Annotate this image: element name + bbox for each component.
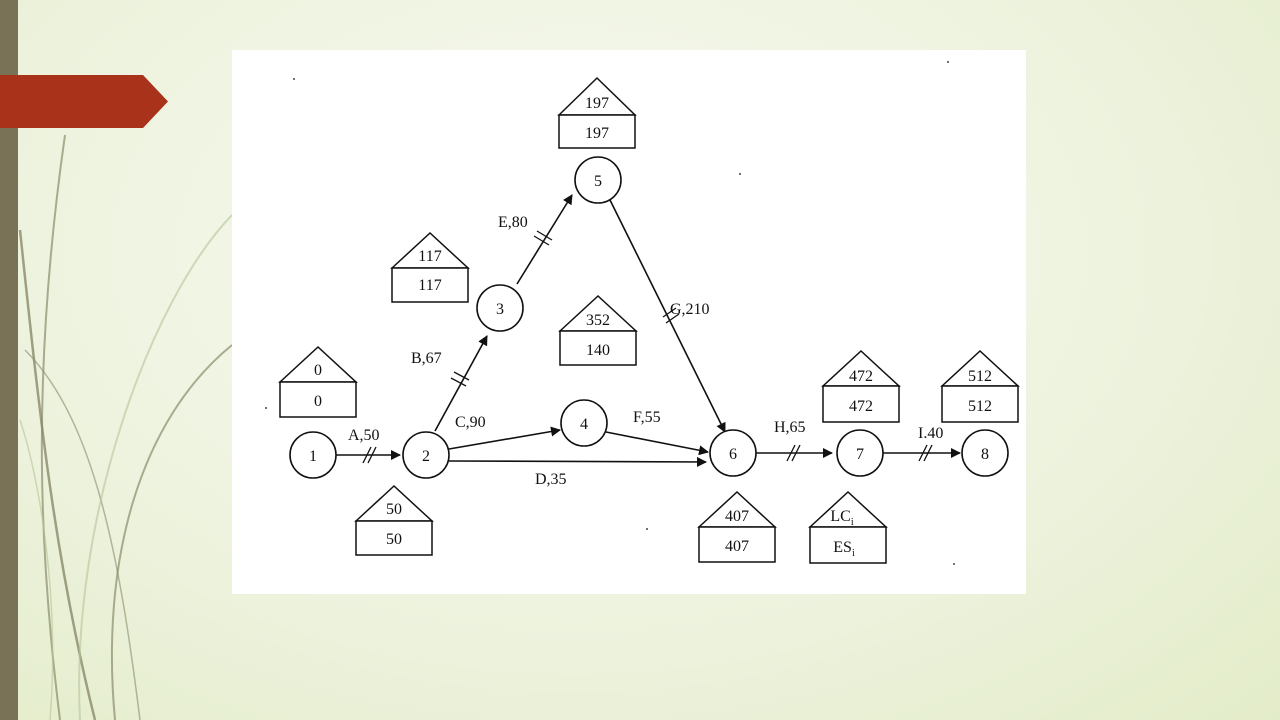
- legend-bottom-label: ESi: [833, 539, 855, 559]
- time-box-bottom-value: 0: [314, 393, 322, 410]
- time-box-top-value: 407: [725, 508, 749, 525]
- time-box-node-7: 472 472: [821, 349, 901, 423]
- event-node-number: 6: [729, 446, 737, 463]
- title-accent-flag: [0, 75, 168, 128]
- event-node-number: 7: [856, 446, 864, 463]
- activity-labels: A,50 B,67 C,90 D,35 E,80 F,55 G,210 H,65…: [348, 214, 943, 488]
- time-box-top-value: 0: [314, 362, 322, 379]
- event-node-number: 1: [309, 448, 317, 465]
- activity-label-G: G,210: [670, 301, 710, 318]
- event-nodes: 1 2 3 4 5 6 7: [289, 156, 1009, 479]
- activity-label-D: D,35: [535, 471, 567, 488]
- activity-label-F: F,55: [633, 409, 661, 426]
- critical-mark-A1: [362, 446, 372, 464]
- activity-arrow-C: [448, 426, 561, 450]
- network-diagram: A,50 B,67 C,90 D,35 E,80 F,55 G,210 H,65…: [265, 61, 1020, 565]
- event-node-number: 8: [981, 446, 989, 463]
- network-diagram-figure: A,50 B,67 C,90 D,35 E,80 F,55 G,210 H,65…: [232, 50, 1026, 594]
- time-box-top-value: 352: [586, 312, 610, 329]
- time-box-node-8: 512 512: [940, 349, 1020, 423]
- event-node-7: 7: [836, 429, 884, 477]
- activity-label-C: C,90: [455, 414, 486, 431]
- time-box-node-5: 197 197: [557, 76, 637, 149]
- activity-arrow-D: [448, 456, 707, 467]
- event-node-4: 4: [560, 399, 608, 447]
- time-box-top-value: 50: [386, 501, 402, 518]
- event-node-8: 8: [961, 429, 1009, 477]
- legend-time-box: LCi ESi: [808, 490, 888, 564]
- time-box-top-value: 197: [585, 95, 609, 112]
- activity-label-B: B,67: [411, 350, 442, 367]
- time-box-node-1: 0 0: [278, 345, 358, 418]
- event-node-number: 2: [422, 448, 430, 465]
- time-box-bottom-value: 50: [386, 531, 402, 548]
- critical-mark-G1: [662, 307, 677, 318]
- event-node-5: 5: [574, 156, 622, 204]
- time-box-bottom-value: 117: [418, 277, 441, 294]
- activity-arrow-G: [609, 199, 726, 433]
- time-box-node-4: 352 140: [558, 294, 638, 366]
- activity-label-H: H,65: [774, 419, 806, 436]
- critical-mark-B1: [450, 377, 467, 387]
- time-box-bottom-value: 512: [968, 398, 992, 415]
- critical-mark-E2: [536, 230, 553, 241]
- time-box-bottom-value: 472: [849, 398, 873, 415]
- event-node-6: 6: [709, 429, 757, 477]
- activity-label-A: A,50: [348, 427, 380, 444]
- time-box-top-value: 117: [418, 248, 441, 265]
- time-box-node-2: 50 50: [354, 484, 434, 556]
- activity-arrows: [336, 194, 961, 467]
- critical-mark-G2: [665, 313, 680, 324]
- time-box-bottom-value: 140: [586, 342, 610, 359]
- critical-mark-I1: [918, 444, 928, 462]
- activity-arrow-F: [605, 431, 709, 456]
- slide-side-bar: [0, 0, 18, 720]
- critical-mark-H2: [791, 444, 801, 462]
- scan-speckles: [265, 61, 955, 565]
- event-node-number: 4: [580, 416, 588, 433]
- event-node-3: 3: [476, 284, 524, 332]
- activity-label-I: I.40: [918, 425, 943, 442]
- activity-arrow-E: [516, 194, 573, 285]
- time-box-node-6: 407 407: [697, 490, 777, 563]
- time-box-top-value: 472: [849, 368, 873, 385]
- critical-path-marks: [362, 230, 933, 464]
- activity-label-E: E,80: [498, 214, 528, 231]
- time-box-bottom-value: 407: [725, 538, 749, 555]
- event-node-2: 2: [402, 431, 450, 479]
- time-box-node-3: 117 117: [390, 231, 470, 303]
- critical-mark-A2: [367, 446, 377, 464]
- critical-mark-E1: [533, 235, 550, 246]
- event-node-number: 5: [594, 173, 602, 190]
- time-box-top-value: 512: [968, 368, 992, 385]
- event-node-number: 3: [496, 301, 504, 318]
- critical-mark-B2: [453, 371, 470, 381]
- critical-mark-I2: [923, 444, 933, 462]
- event-node-1: 1: [289, 431, 337, 479]
- critical-mark-H1: [786, 444, 796, 462]
- legend-top-label: LCi: [830, 508, 853, 528]
- event-time-boxes: 197 197 117 117 352 140 0 0: [278, 76, 1020, 564]
- time-box-bottom-value: 197: [585, 125, 609, 142]
